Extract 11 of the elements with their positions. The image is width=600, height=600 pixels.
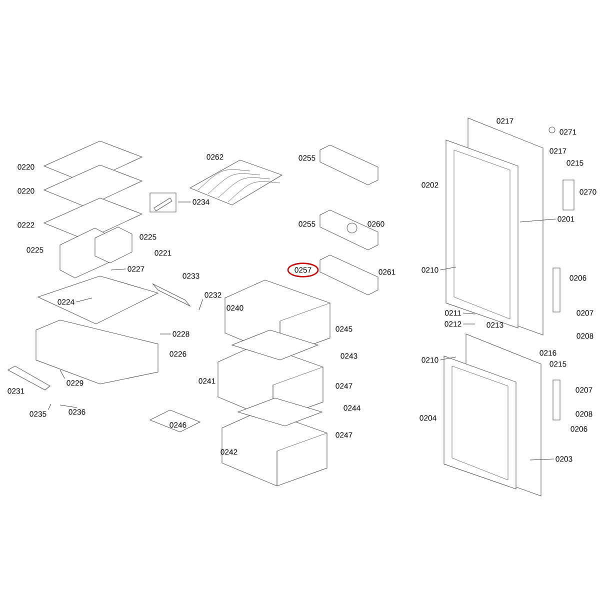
leader-line [520, 218, 556, 222]
leader-line [462, 312, 476, 314]
leader-line [48, 404, 52, 410]
leader-line [60, 370, 66, 379]
leader-line [76, 298, 92, 302]
leader-line [530, 458, 554, 460]
leader-line [198, 299, 204, 310]
leader-line [60, 404, 78, 408]
leader-line [440, 356, 456, 360]
leader-line [440, 266, 456, 270]
leader-line [110, 268, 126, 270]
